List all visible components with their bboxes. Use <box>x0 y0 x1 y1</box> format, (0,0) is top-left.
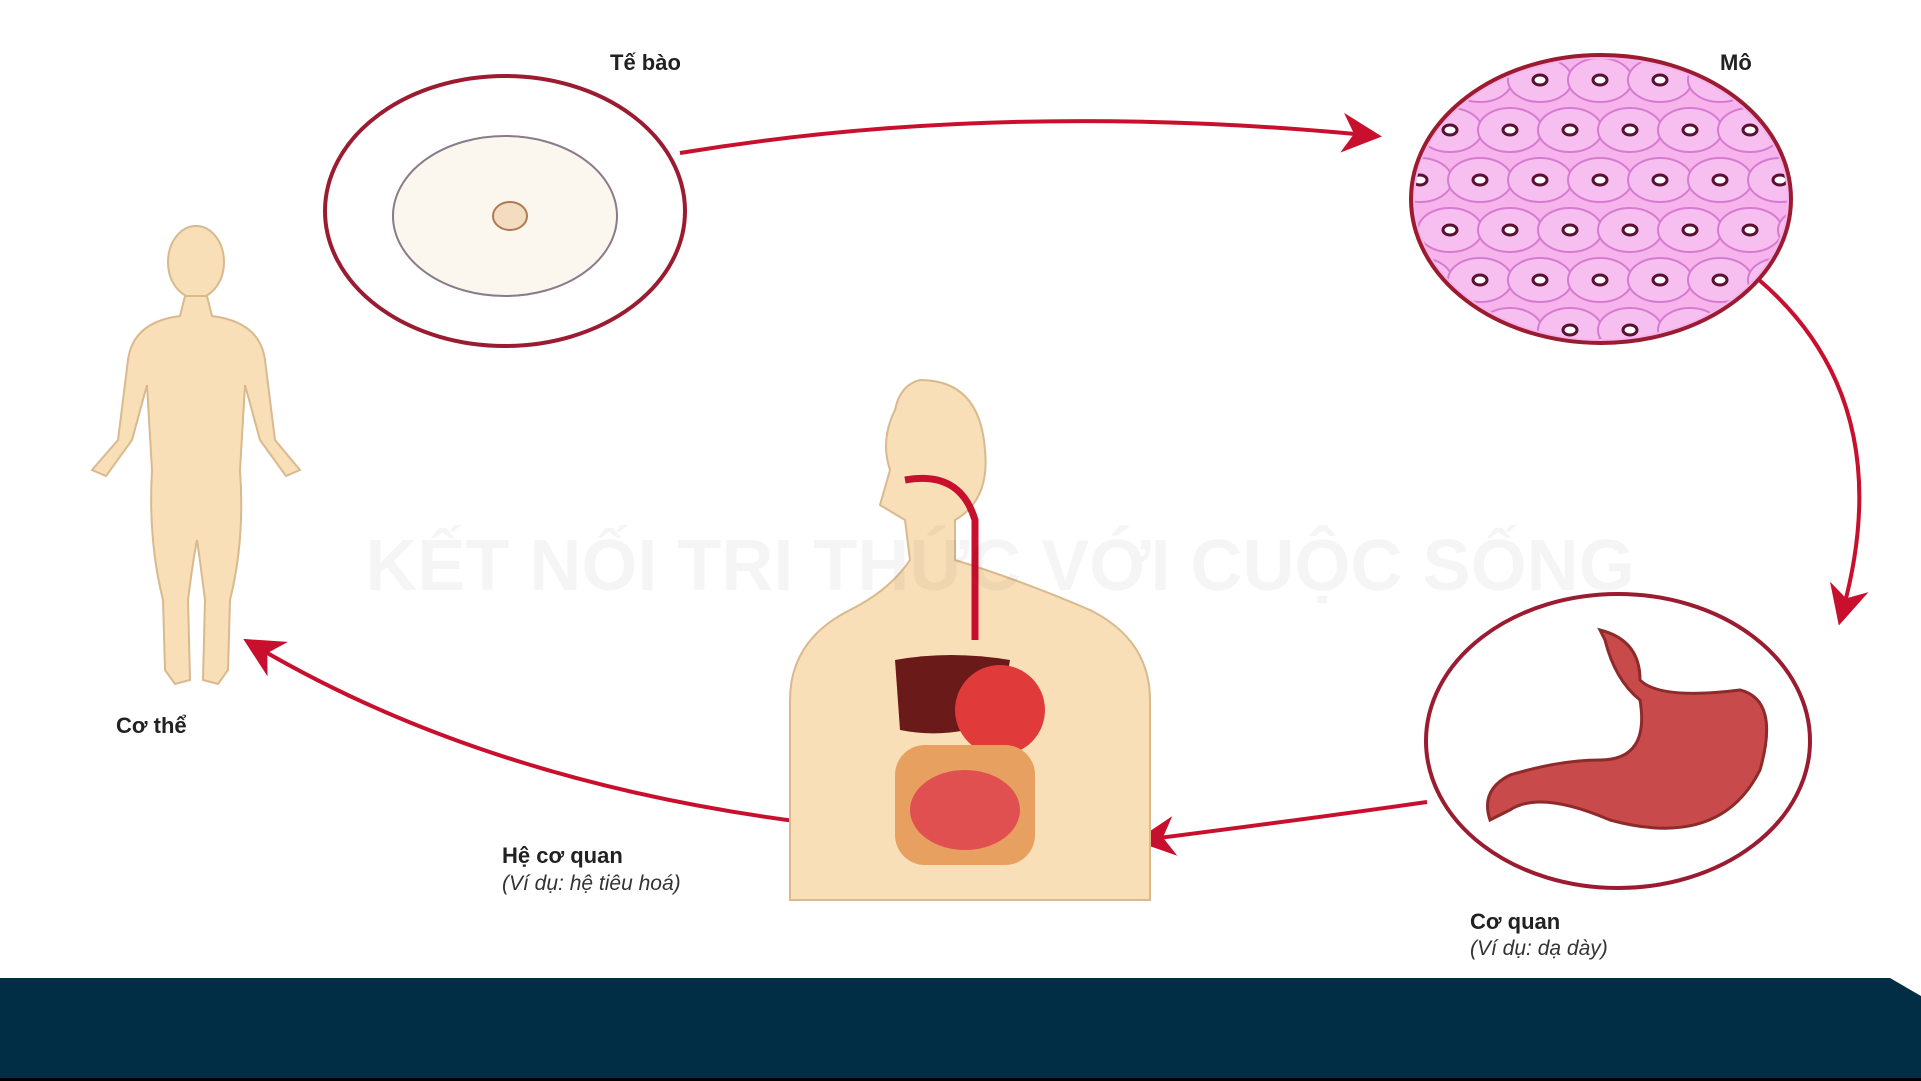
arrow-system-to-body <box>243 638 846 829</box>
cell-nucleus <box>1621 323 1639 337</box>
cell-nucleus <box>1803 125 1817 135</box>
cell-nucleus <box>1651 273 1669 287</box>
cell-nucleus <box>1741 123 1759 137</box>
cell-nucleus <box>1651 73 1669 87</box>
cell-nucleus <box>1681 123 1699 137</box>
cell-nucleus <box>1441 323 1459 337</box>
label-organ: Cơ quan <box>1470 909 1561 934</box>
cell-nucleus <box>1471 173 1489 187</box>
bottom-band <box>0 978 1921 1078</box>
bottom-border <box>0 1078 1921 1081</box>
label-organ-system-example: (Ví dụ: hệ tiêu hoá) <box>502 872 681 895</box>
cell-nucleus <box>1711 273 1729 287</box>
label-organ-system: Hệ cơ quan <box>502 843 623 868</box>
tissue-illustration <box>1409 53 1817 345</box>
cell-nucleus <box>1621 223 1639 237</box>
cell-nucleus <box>1561 323 1579 337</box>
label-organ-example: (Ví dụ: dạ dày) <box>1470 937 1608 960</box>
cell-nucleus <box>1471 273 1489 287</box>
cell-nucleus <box>1621 123 1639 137</box>
arrow-organ-to-system <box>1135 800 1428 856</box>
cell-nucleus <box>1591 73 1609 87</box>
cell-nucleus <box>1771 273 1787 287</box>
cell-nucleus <box>1561 223 1579 237</box>
cell-nucleus <box>1531 173 1549 187</box>
cell-nucleus <box>1501 123 1519 137</box>
label-cell: Tế bào <box>610 50 681 75</box>
cell-nucleus <box>1561 123 1579 137</box>
cell-nucleus <box>1741 223 1759 237</box>
human-body-illustration <box>90 225 302 686</box>
cell-nucleus <box>1415 273 1429 287</box>
cell-nucleus <box>1681 223 1699 237</box>
cell-nucleus <box>1651 173 1669 187</box>
arrow-cell-to-tissue <box>679 112 1382 155</box>
cell-illustration <box>323 74 687 348</box>
cell-nucleus <box>1771 173 1787 187</box>
arrow-tissue-to-organ <box>1756 277 1869 626</box>
cell-nucleus <box>1591 273 1609 287</box>
label-body: Cơ thể <box>116 713 187 738</box>
cell-nucleus <box>1501 223 1519 237</box>
cell-nucleus <box>1771 73 1787 87</box>
cell-nucleus <box>1441 223 1459 237</box>
label-tissue: Mô <box>1720 50 1752 75</box>
cell-nucleus <box>1531 73 1549 87</box>
watermark: KẾT NỐI TRI THỨC VỚI CUỘC SỐNG <box>365 524 1634 606</box>
cell-nucleus <box>1741 323 1759 337</box>
cell-nucleus <box>1591 173 1609 187</box>
cell-nucleus <box>1441 123 1459 137</box>
digestive-system-illustration <box>789 378 1151 901</box>
stomach-illustration <box>1424 592 1812 890</box>
cell-nucleus <box>1531 273 1549 287</box>
cell-nucleus <box>1803 225 1817 235</box>
cell-nucleus <box>1711 173 1729 187</box>
cell-nucleus <box>1415 73 1429 87</box>
